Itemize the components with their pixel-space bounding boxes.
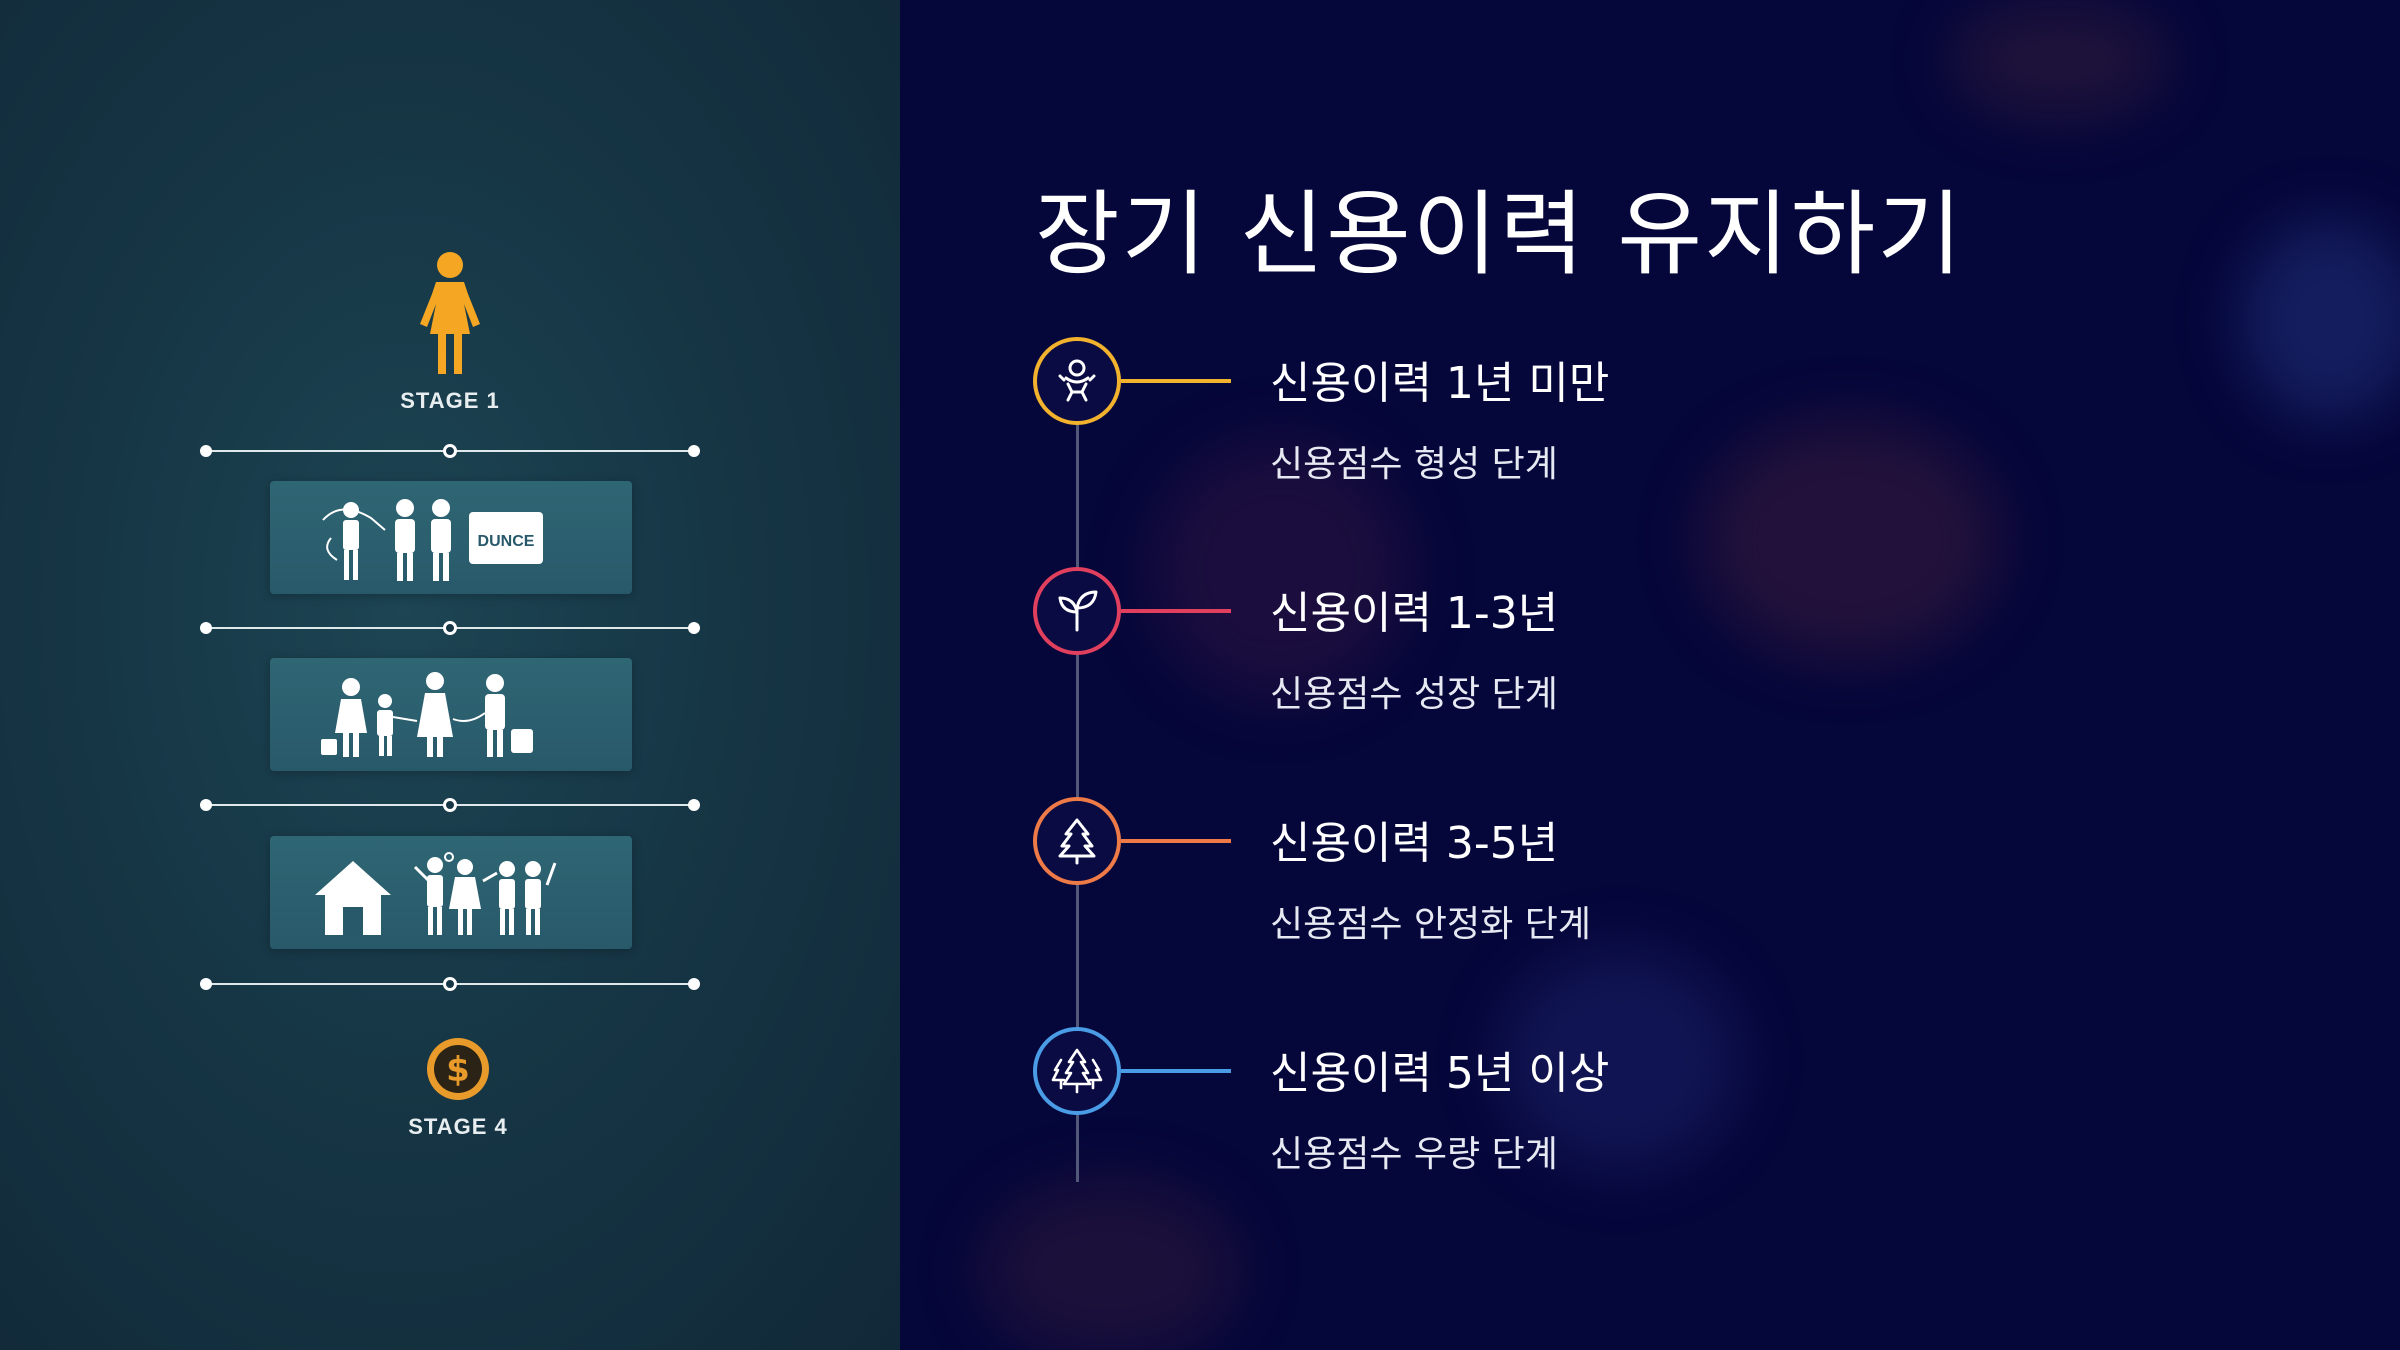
timeline-item-title: 신용이력 1년 미만 — [1270, 358, 1610, 409]
timeline-item-subtitle: 신용점수 성장 단계 — [1270, 674, 1558, 715]
timeline-item-title: 신용이력 3-5년 — [1270, 818, 1559, 869]
bokeh-light — [980, 1180, 1240, 1350]
stage-1: STAGE 1 — [350, 250, 550, 414]
illustration-card-family — [270, 658, 632, 771]
bokeh-light — [2240, 220, 2400, 420]
timeline-item-3: 신용이력 3-5년 신용점수 안정화 단계 — [1033, 797, 1933, 967]
sprout-icon — [1033, 567, 1121, 655]
illustration-card-graduates: DUNCE — [270, 481, 632, 594]
bokeh-light — [1950, 0, 2170, 120]
page-title: 장기 신용이력 유지하기 — [1035, 181, 1964, 288]
divider-1 — [200, 444, 700, 458]
divider-3 — [200, 798, 700, 812]
family-walking-icon — [321, 671, 533, 757]
connector — [1121, 379, 1231, 383]
divider-4 — [200, 977, 700, 991]
timeline-item-subtitle: 신용점수 형성 단계 — [1270, 444, 1558, 485]
baby-icon — [1033, 337, 1121, 425]
timeline-item-title: 신용이력 1-3년 — [1270, 588, 1559, 639]
connector — [1121, 609, 1231, 613]
person-icon — [420, 252, 480, 374]
svg-text:$: $ — [446, 1050, 470, 1090]
card-sign: DUNCE — [478, 533, 535, 550]
timeline-item-1: 신용이력 1년 미만 신용점수 형성 단계 — [1033, 337, 1933, 507]
illustration-panel: STAGE 1 DUNCE — [0, 0, 900, 1350]
coin-icon: $ — [427, 1038, 489, 1100]
house-family-icon — [315, 851, 557, 935]
divider-2 — [200, 621, 700, 635]
timeline-item-subtitle: 신용점수 우량 단계 — [1270, 1134, 1558, 1175]
timeline-item-2: 신용이력 1-3년 신용점수 성장 단계 — [1033, 567, 1933, 737]
stage-4-label: STAGE 4 — [408, 1114, 508, 1139]
illustration-card-home — [270, 836, 632, 949]
tree-icon — [1033, 797, 1121, 885]
stage-1-label: STAGE 1 — [400, 388, 500, 413]
family-icon: DUNCE — [322, 498, 543, 581]
connector — [1121, 1069, 1231, 1073]
stage-4: $ STAGE 4 — [358, 1036, 558, 1140]
forest-icon — [1033, 1027, 1121, 1115]
timeline-item-4: 신용이력 5년 이상 신용점수 우량 단계 — [1033, 1027, 1933, 1197]
timeline-item-title: 신용이력 5년 이상 — [1270, 1048, 1610, 1099]
timeline-item-subtitle: 신용점수 안정화 단계 — [1270, 904, 1591, 945]
connector — [1121, 839, 1231, 843]
